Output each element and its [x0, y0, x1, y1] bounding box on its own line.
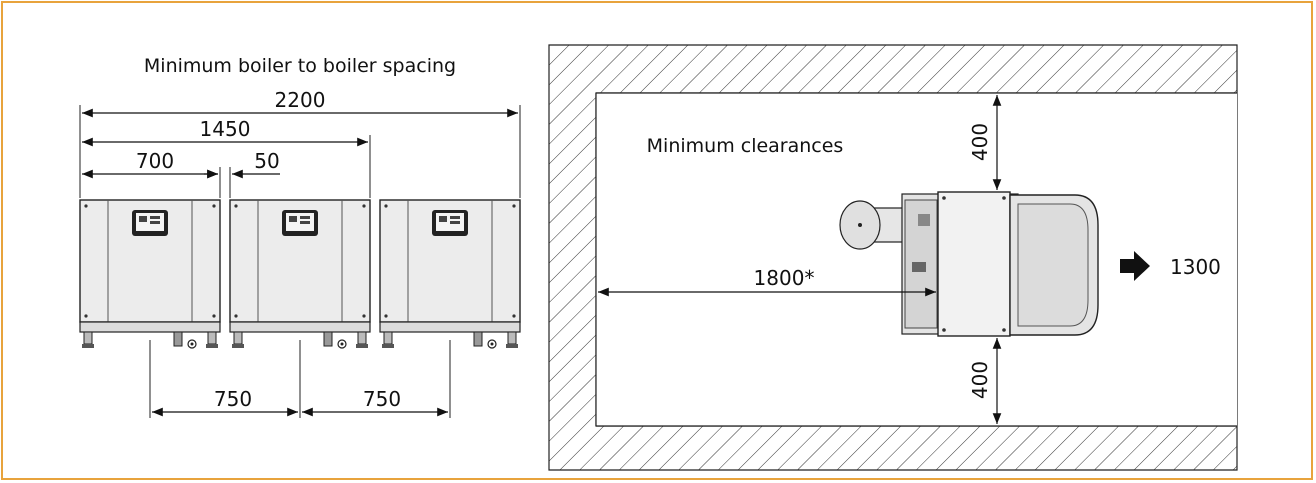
dim-bottom-label: 400	[968, 361, 992, 399]
dim-top-label: 400	[968, 123, 992, 161]
boiler-unit-3	[379, 199, 521, 349]
dim-front-label: 1300	[1170, 255, 1221, 279]
dim-unit-width-label: 700	[136, 149, 174, 173]
right-panel: Minimum clearances 400 400	[548, 44, 1238, 471]
dim-two-units-label: 1450	[200, 117, 251, 141]
right-panel-title: Minimum clearances	[647, 135, 844, 157]
left-panel: Minimum boiler to boiler spacing 2200 14…	[79, 55, 521, 418]
dim-rear-label: 1800*	[754, 266, 815, 290]
boiler-unit-1	[79, 199, 221, 349]
dim-pitch-2-label: 750	[363, 387, 401, 411]
boiler-unit-2	[229, 199, 371, 349]
boiler-top-view	[839, 191, 1099, 337]
dim-gap-label: 50	[254, 149, 279, 173]
front-clearance-arrow	[1120, 251, 1150, 281]
dim-pitch-1-label: 750	[214, 387, 252, 411]
left-panel-title: Minimum boiler to boiler spacing	[144, 55, 456, 77]
dim-total-label: 2200	[275, 88, 326, 112]
